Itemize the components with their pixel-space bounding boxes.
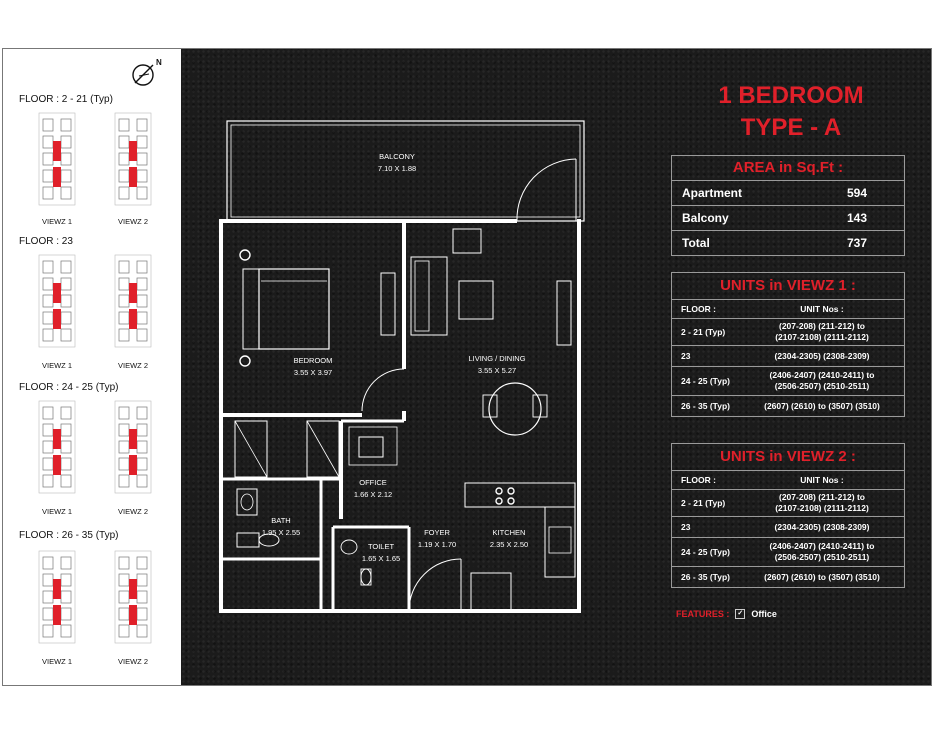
units-cell: (2607) (2610) to (3507) (3510) [764,571,880,582]
unit-title-line1: 1 BEDROOM [718,82,864,109]
table-row: 23 (2304-2305) (2308-2309) [672,517,904,538]
table-row: 24 - 25 (Typ) (2406-2407) (2410-2411) to… [672,367,904,396]
balcony-name: BALCONY [379,152,415,161]
feature-office: Office [751,609,777,619]
checkbox-icon: ✓ [735,609,746,619]
balcony-dims: 7.10 X 1.88 [378,164,416,173]
north-compass-icon: N [132,58,162,86]
units-cell: (2506-2507) (2510-2511) [774,381,870,391]
foyer-name: FOYER [424,528,450,537]
floor-title-23: FLOOR : 23 [19,236,73,247]
floor-cell: 26 - 35 (Typ) [681,401,730,411]
key-plan-viewz1: VIEWZ 1 [37,549,77,666]
col-floor: FLOOR : [681,304,716,314]
key-plan-panel: N FLOOR : 2 - 21 (Typ) FLOOR : 23 FLOOR … [3,49,181,685]
toilet-dims: 1.65 X 1.65 [362,554,400,563]
viewz1-caption: VIEWZ 1 [41,361,72,370]
area-label: Balcony [682,211,729,225]
floor-cell: 24 - 25 (Typ) [681,547,730,557]
brochure-sheet: N FLOOR : 2 - 21 (Typ) FLOOR : 23 FLOOR … [2,48,932,686]
compass-label: N [156,58,162,67]
table-row: 26 - 35 (Typ) (2607) (2610) to (3507) (3… [672,567,904,587]
col-units: UNIT Nos : [800,474,844,485]
table-row: Apartment 594 [672,181,904,206]
kitchen-dims: 2.35 X 2.50 [490,540,528,549]
units-cell: (2107-2108) (2111-2112) [775,332,869,342]
key-plan-viewz2: VIEWZ 2 [113,399,153,516]
units-cell: (2406-2407) (2410-2411) to [769,370,875,380]
area-label: Apartment [682,186,743,200]
viewz1-caption: VIEWZ 1 [41,507,72,516]
viewz1-caption: VIEWZ 1 [41,217,72,226]
key-plan-viewz2: VIEWZ 2 [113,111,153,226]
toilet-name: TOILET [368,542,395,551]
units-viewz1-table: UNITS in VIEWZ 1 : FLOOR : UNIT Nos : 2 … [671,272,905,417]
bath-dims: 1.95 X 2.55 [262,528,300,537]
office-dims: 1.66 X 2.12 [354,490,392,499]
units-viewz2-header: UNITS in VIEWZ 2 : [672,444,904,471]
bath-name: BATH [271,516,290,525]
units-cell: (2607) (2610) to (3507) (3510) [764,400,880,411]
floor-title-24-25: FLOOR : 24 - 25 (Typ) [19,382,119,393]
floor-cell: 23 [681,522,691,532]
key-plan-viewz1: VIEWZ 1 [37,111,77,226]
floor-cell: 2 - 21 (Typ) [681,498,726,508]
foyer-dims: 1.19 X 1.70 [418,540,456,549]
table-row: Balcony 143 [672,206,904,231]
bedroom-name: BEDROOM [294,356,333,365]
col-units: UNIT Nos : [800,303,844,314]
table-row: 2 - 21 (Typ) (207-208) (211-212) to(2107… [672,490,904,517]
table-row: 2 - 21 (Typ) (207-208) (211-212) to(2107… [672,319,904,346]
table-header-row: FLOOR : UNIT Nos : [672,471,904,490]
living-name: LIVING / DINING [468,354,525,363]
table-row: Total 737 [672,231,904,255]
area-value: 737 [847,236,868,250]
floor-cell: 2 - 21 (Typ) [681,327,726,337]
kitchen-name: KITCHEN [493,528,526,537]
viewz2-caption: VIEWZ 2 [117,507,148,516]
units-cell: (2406-2407) (2410-2411) to [769,541,875,551]
area-table-header: AREA in Sq.Ft : [672,156,904,181]
area-table: AREA in Sq.Ft : Apartment 594 Balcony 14… [671,155,905,256]
floor-cell: 26 - 35 (Typ) [681,572,730,582]
table-row: 24 - 25 (Typ) (2406-2407) (2410-2411) to… [672,538,904,567]
viewz2-caption: VIEWZ 2 [117,217,148,226]
table-header-row: FLOOR : UNIT Nos : [672,300,904,319]
table-row: 26 - 35 (Typ) (2607) (2610) to (3507) (3… [672,396,904,416]
col-floor: FLOOR : [681,475,716,485]
bedroom-dims: 3.55 X 3.97 [294,368,332,377]
units-cell: (207-208) (211-212) to [779,321,865,331]
floor-title-2-21: FLOOR : 2 - 21 (Typ) [19,94,113,105]
floor-title-26-35: FLOOR : 26 - 35 (Typ) [19,530,119,541]
viewz2-caption: VIEWZ 2 [117,361,148,370]
office-name: OFFICE [359,478,387,487]
units-cell: (2304-2305) (2308-2309) [774,350,870,361]
features-row: FEATURES : ✓ Office [676,609,777,619]
units-cell: (2506-2507) (2510-2511) [774,552,870,562]
unit-title-line2: TYPE - A [740,114,842,141]
living-dims: 3.55 X 5.27 [478,366,516,375]
floor-plan-drawing: BALCONY 7.10 X 1.88 BEDROOM 3.55 X 3.97 … [219,120,585,613]
units-cell: (207-208) (211-212) to [779,492,865,502]
viewz1-caption: VIEWZ 1 [41,657,72,666]
area-label: Total [682,236,710,250]
features-label: FEATURES : [676,609,730,619]
key-plan-viewz2: VIEWZ 2 [113,549,153,666]
key-plan-viewz2: VIEWZ 2 [113,253,153,370]
units-viewz1-header: UNITS in VIEWZ 1 : [672,273,904,300]
area-value: 594 [847,186,868,200]
viewz2-caption: VIEWZ 2 [117,657,148,666]
floor-cell: 23 [681,351,691,361]
area-value: 143 [847,211,868,225]
units-viewz2-table: UNITS in VIEWZ 2 : FLOOR : UNIT Nos : 2 … [671,443,905,588]
units-cell: (2107-2108) (2111-2112) [775,503,869,513]
units-cell: (2304-2305) (2308-2309) [774,521,870,532]
key-plan-viewz1: VIEWZ 1 [37,399,77,516]
table-row: 23 (2304-2305) (2308-2309) [672,346,904,367]
key-plan-viewz1: VIEWZ 1 [37,253,77,370]
floor-plan-panel: BALCONY 7.10 X 1.88 BEDROOM 3.55 X 3.97 … [181,49,931,685]
floor-cell: 24 - 25 (Typ) [681,376,730,386]
